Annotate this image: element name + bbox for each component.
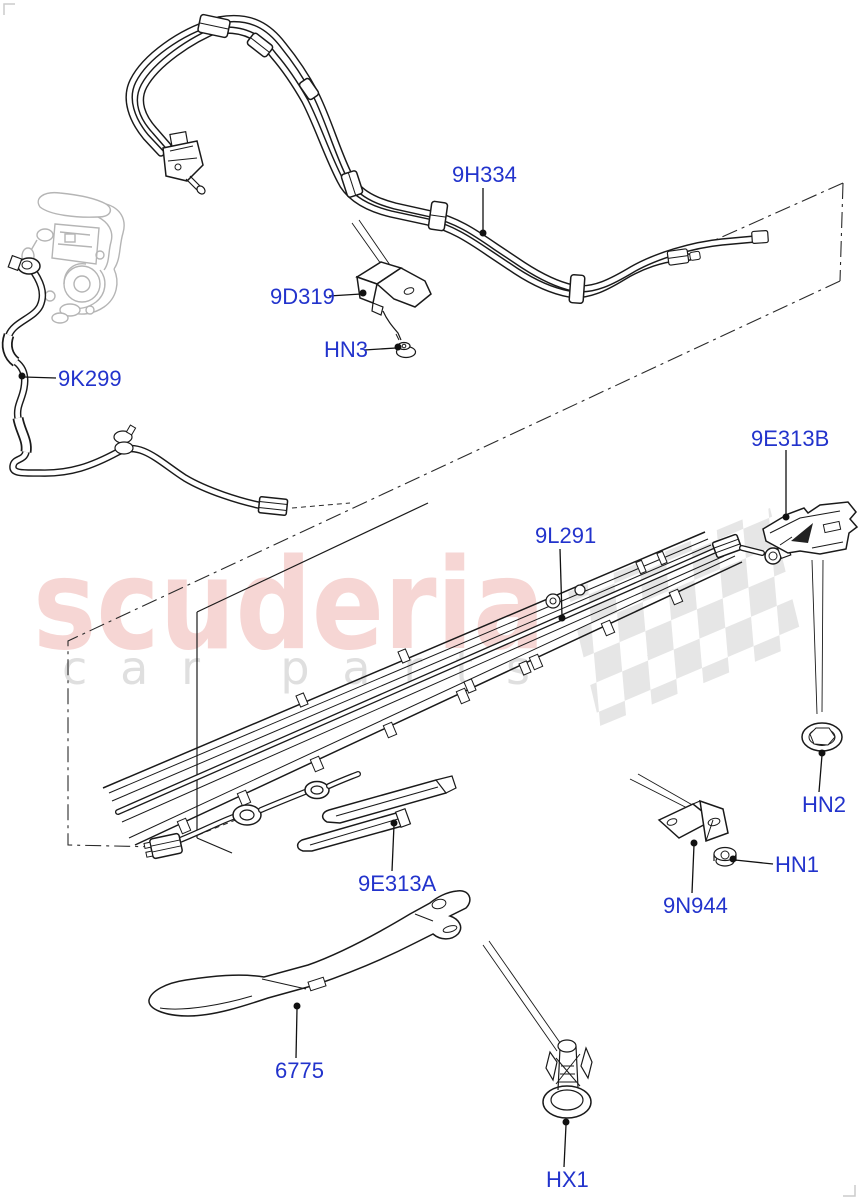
phantom-reference-lines [67, 182, 844, 854]
assembly-end-connector [143, 771, 361, 860]
part-label-9H334[interactable]: 9H334 [452, 162, 517, 187]
watermark: scuderia car parts [3, 3, 856, 1197]
clip-9E313A [296, 775, 457, 852]
frame-corner-bottom-right [843, 1185, 856, 1197]
part-label-6775[interactable]: 6775 [275, 1058, 324, 1083]
shield-bracket-6775 [148, 890, 471, 1017]
part-label-9L291[interactable]: 9L291 [535, 523, 597, 548]
part-label-9N944[interactable]: 9N944 [663, 893, 728, 918]
assembly-tabs [176, 550, 684, 835]
part-label-9E313B[interactable]: 9E313B [751, 426, 830, 451]
part-label-HN3[interactable]: HN3 [324, 337, 369, 362]
pipe-valve [162, 131, 206, 195]
part-label-9K299[interactable]: 9K299 [58, 366, 122, 391]
bracket-9D319 [351, 219, 432, 341]
grommet-HN2 [801, 559, 843, 752]
hose-clamp [113, 424, 137, 455]
fuel-pipes-9H334 [125, 13, 769, 305]
part-label-9D319[interactable]: 9D319 [270, 284, 335, 309]
frame-corner-top-left [3, 3, 15, 15]
fuel-hose-9K299 [1, 254, 289, 516]
engine-turbo-ghost [21, 191, 125, 324]
checkered-flag-watermark [568, 508, 803, 726]
bracket-9N944 [629, 773, 729, 843]
clip-bracket-9E313B [762, 501, 859, 555]
part-label-HN2[interactable]: HN2 [802, 792, 847, 817]
part-label-HN1[interactable]: HN1 [775, 852, 820, 877]
watermark-brand-text: scuderia [33, 531, 545, 678]
part-label-HX1[interactable]: HX1 [546, 1167, 589, 1192]
leader-lines [18, 188, 826, 1168]
clip-HX1 [482, 940, 593, 1119]
watermark-sub-text: car parts [62, 641, 530, 695]
part-label-9E313A[interactable]: 9E313A [358, 871, 437, 896]
